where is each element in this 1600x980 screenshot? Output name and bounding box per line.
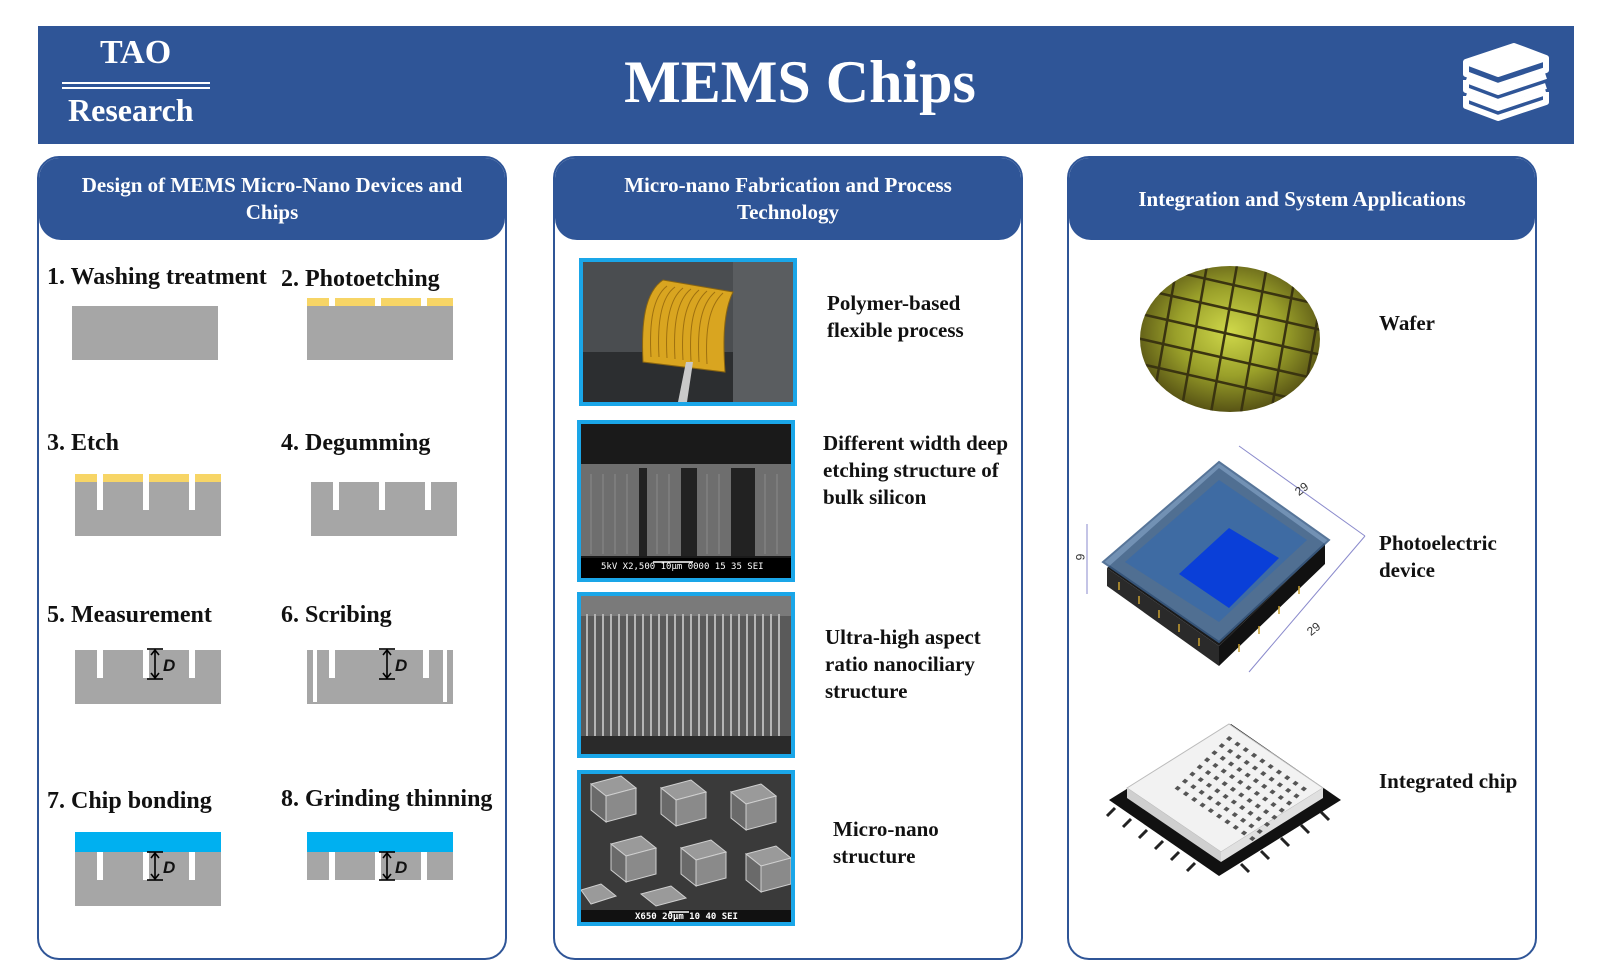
step-5-label: 5. Measurement (47, 602, 212, 628)
integration-caption-chip: Integrated chip (1379, 769, 1518, 793)
integrated-chip-image (1105, 723, 1341, 876)
step-6-label: 6. Scribing (281, 602, 392, 628)
step-7-label: 7. Chip bonding (47, 788, 212, 814)
dimension-marker-7 (147, 851, 163, 881)
integration-caption-photoelectric: Photoelectric device (1379, 531, 1497, 582)
substrate-3 (75, 482, 221, 536)
step-8-label: 8. Grinding thinning (281, 786, 493, 812)
logo-top-text: TAO (100, 34, 172, 71)
dimension-label-5: D (163, 656, 176, 675)
logo-bottom-text: Research (68, 92, 194, 128)
page-title: MEMS Chips (624, 49, 976, 115)
dimension-marker-6 (379, 648, 395, 680)
wafer-image (1140, 266, 1320, 412)
nanociliary-sem-photo (577, 592, 795, 758)
fabrication-panel-title: Micro-nano Fabrication and Process Techn… (555, 158, 1021, 240)
integration-caption-wafer: Wafer (1379, 311, 1435, 335)
step-1-label: 1. Washing treatment (47, 264, 267, 290)
step-3-label: 3. Etch (47, 430, 119, 456)
photoresist-3 (75, 474, 221, 482)
dimension-label-6: D (395, 656, 408, 675)
substrate-8 (307, 852, 453, 880)
dimension-label-7: D (163, 858, 176, 877)
dimension-marker-8 (379, 851, 395, 881)
photoelectric-device-image (1086, 445, 1366, 673)
books-icon (1463, 43, 1549, 121)
dimension-marker-5 (147, 648, 163, 680)
substrate-4 (311, 482, 457, 536)
process-flow-diagram (72, 298, 457, 906)
logo-divider (62, 82, 210, 84)
substrate-6 (307, 650, 453, 704)
substrate-1 (72, 306, 218, 360)
micro-nano-structure-photo (577, 770, 795, 926)
dimension-label-height: 9 (1073, 553, 1088, 561)
substrate-2 (307, 306, 453, 360)
flexible-process-photo (579, 258, 797, 406)
fabrication-caption-3: Ultra-high aspect ratio nanociliary stru… (825, 625, 981, 703)
integration-panel-title: Integration and System Applications (1069, 158, 1535, 240)
fabrication-caption-4: Micro-nano structure (833, 817, 939, 868)
substrate-5 (75, 650, 221, 704)
sem-info-bar-1: 5kV X2,500 10μm 0000 15 35 SEI (601, 562, 764, 572)
deep-etching-sem-photo (577, 420, 795, 582)
step-4-label: 4. Degumming (281, 430, 431, 456)
bonding-layer-7 (75, 832, 221, 852)
bonding-layer-8 (307, 832, 453, 852)
integration-panel: Integration and System Applications Wafe… (1067, 156, 1537, 960)
photoresist-2 (307, 298, 453, 306)
fabrication-caption-2: Different width deep etching structure o… (823, 431, 1009, 509)
header-banner (38, 26, 1574, 144)
step-2-label: 2. Photoetching (281, 266, 440, 292)
dimension-label-8: D (395, 858, 408, 877)
sem-info-bar-2: X650 20μm 10 40 SEI (635, 912, 738, 922)
fabrication-caption-1: Polymer-based flexible process (827, 291, 964, 342)
design-panel-title: Design of MEMS Micro-Nano Devices and Ch… (39, 158, 505, 240)
design-panel: Design of MEMS Micro-Nano Devices and Ch… (37, 156, 507, 960)
substrate-7 (75, 852, 221, 906)
fabrication-panel: Micro-nano Fabrication and Process Techn… (553, 156, 1023, 960)
